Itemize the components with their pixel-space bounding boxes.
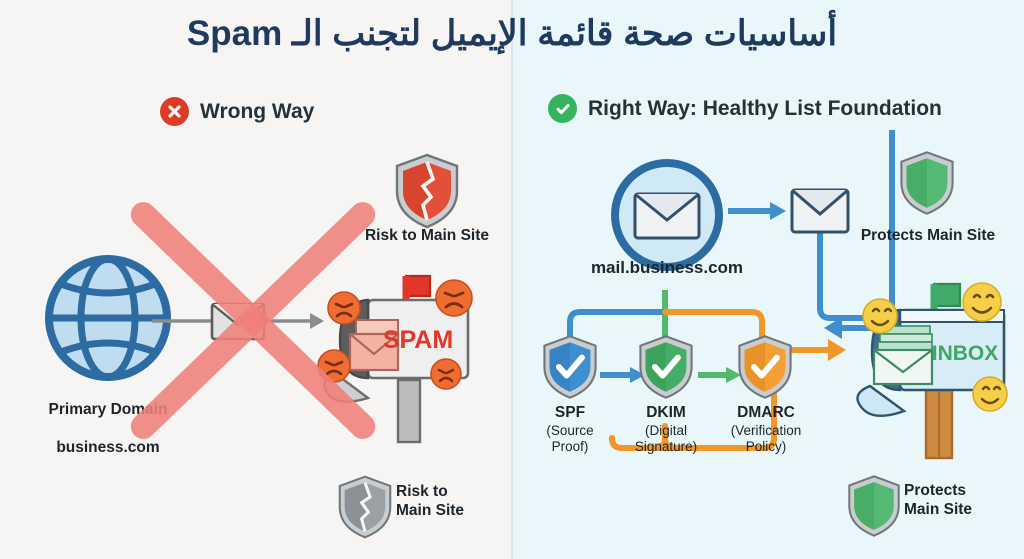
risk-bottom-label: Risk to Main Site — [396, 483, 465, 519]
dmarc-name: DMARC — [737, 404, 795, 421]
right-way-panel — [512, 0, 1024, 559]
x-circle-icon — [160, 97, 189, 126]
angry-face-icon — [317, 349, 351, 383]
dkim-sub: (Digital Signature) — [634, 423, 698, 455]
page-title: أساسيات صحة قائمة الإيميل لتجنب الـ Spam — [186, 14, 838, 53]
angry-face-icon — [435, 279, 473, 317]
shield-green-icon — [848, 475, 900, 537]
spf-sub: (Source Proof) — [546, 423, 594, 455]
primary-domain-label: Primary Domain business.com — [20, 382, 196, 477]
angry-face-icon — [430, 358, 462, 390]
inbox-text: INBOX — [932, 342, 999, 365]
dkim-name: DKIM — [646, 404, 686, 421]
shield-check-orange-icon — [738, 335, 792, 399]
check-circle-icon — [548, 94, 577, 123]
panel-divider — [511, 0, 513, 559]
spam-mailbox-icon: SPAM — [317, 274, 473, 444]
spam-text: SPAM — [383, 326, 453, 354]
mail-server-label: mail.business.com — [590, 258, 744, 277]
broken-shield-gray-icon — [338, 475, 392, 539]
shield-green-icon — [900, 151, 954, 215]
happy-face-icon — [972, 376, 1008, 412]
broken-shield-red-icon — [395, 153, 459, 229]
envelope-icon — [790, 188, 850, 234]
right-way-header: Right Way: Healthy List Foundation — [548, 94, 942, 123]
protects-top-label: Protects Main Site — [860, 227, 996, 244]
happy-face-icon — [862, 298, 898, 334]
shield-check-green-icon — [639, 335, 693, 399]
dmarc-sub: (Verification Policy) — [730, 423, 802, 455]
happy-face-icon — [962, 282, 1002, 322]
wrong-way-header: Wrong Way — [160, 97, 314, 126]
primary-domain-line1: Primary Domain — [48, 400, 168, 418]
spf-name: SPF — [554, 404, 586, 421]
circled-envelope-icon — [611, 159, 723, 271]
mail-send-arrow-icon — [728, 202, 786, 220]
shield-check-blue-icon — [543, 335, 597, 399]
inbox-mailbox-icon: INBOX — [856, 282, 1008, 460]
wrong-way-label: Wrong Way — [200, 99, 315, 123]
primary-domain-line2: business.com — [56, 438, 160, 456]
right-way-label: Right Way: Healthy List Foundation — [588, 96, 942, 120]
risk-top-label: Risk to Main Site — [364, 227, 490, 244]
wrong-flow-arrow — [152, 302, 324, 341]
protects-bottom-label: Protects Main Site — [904, 482, 973, 518]
angry-face-icon — [327, 291, 361, 325]
